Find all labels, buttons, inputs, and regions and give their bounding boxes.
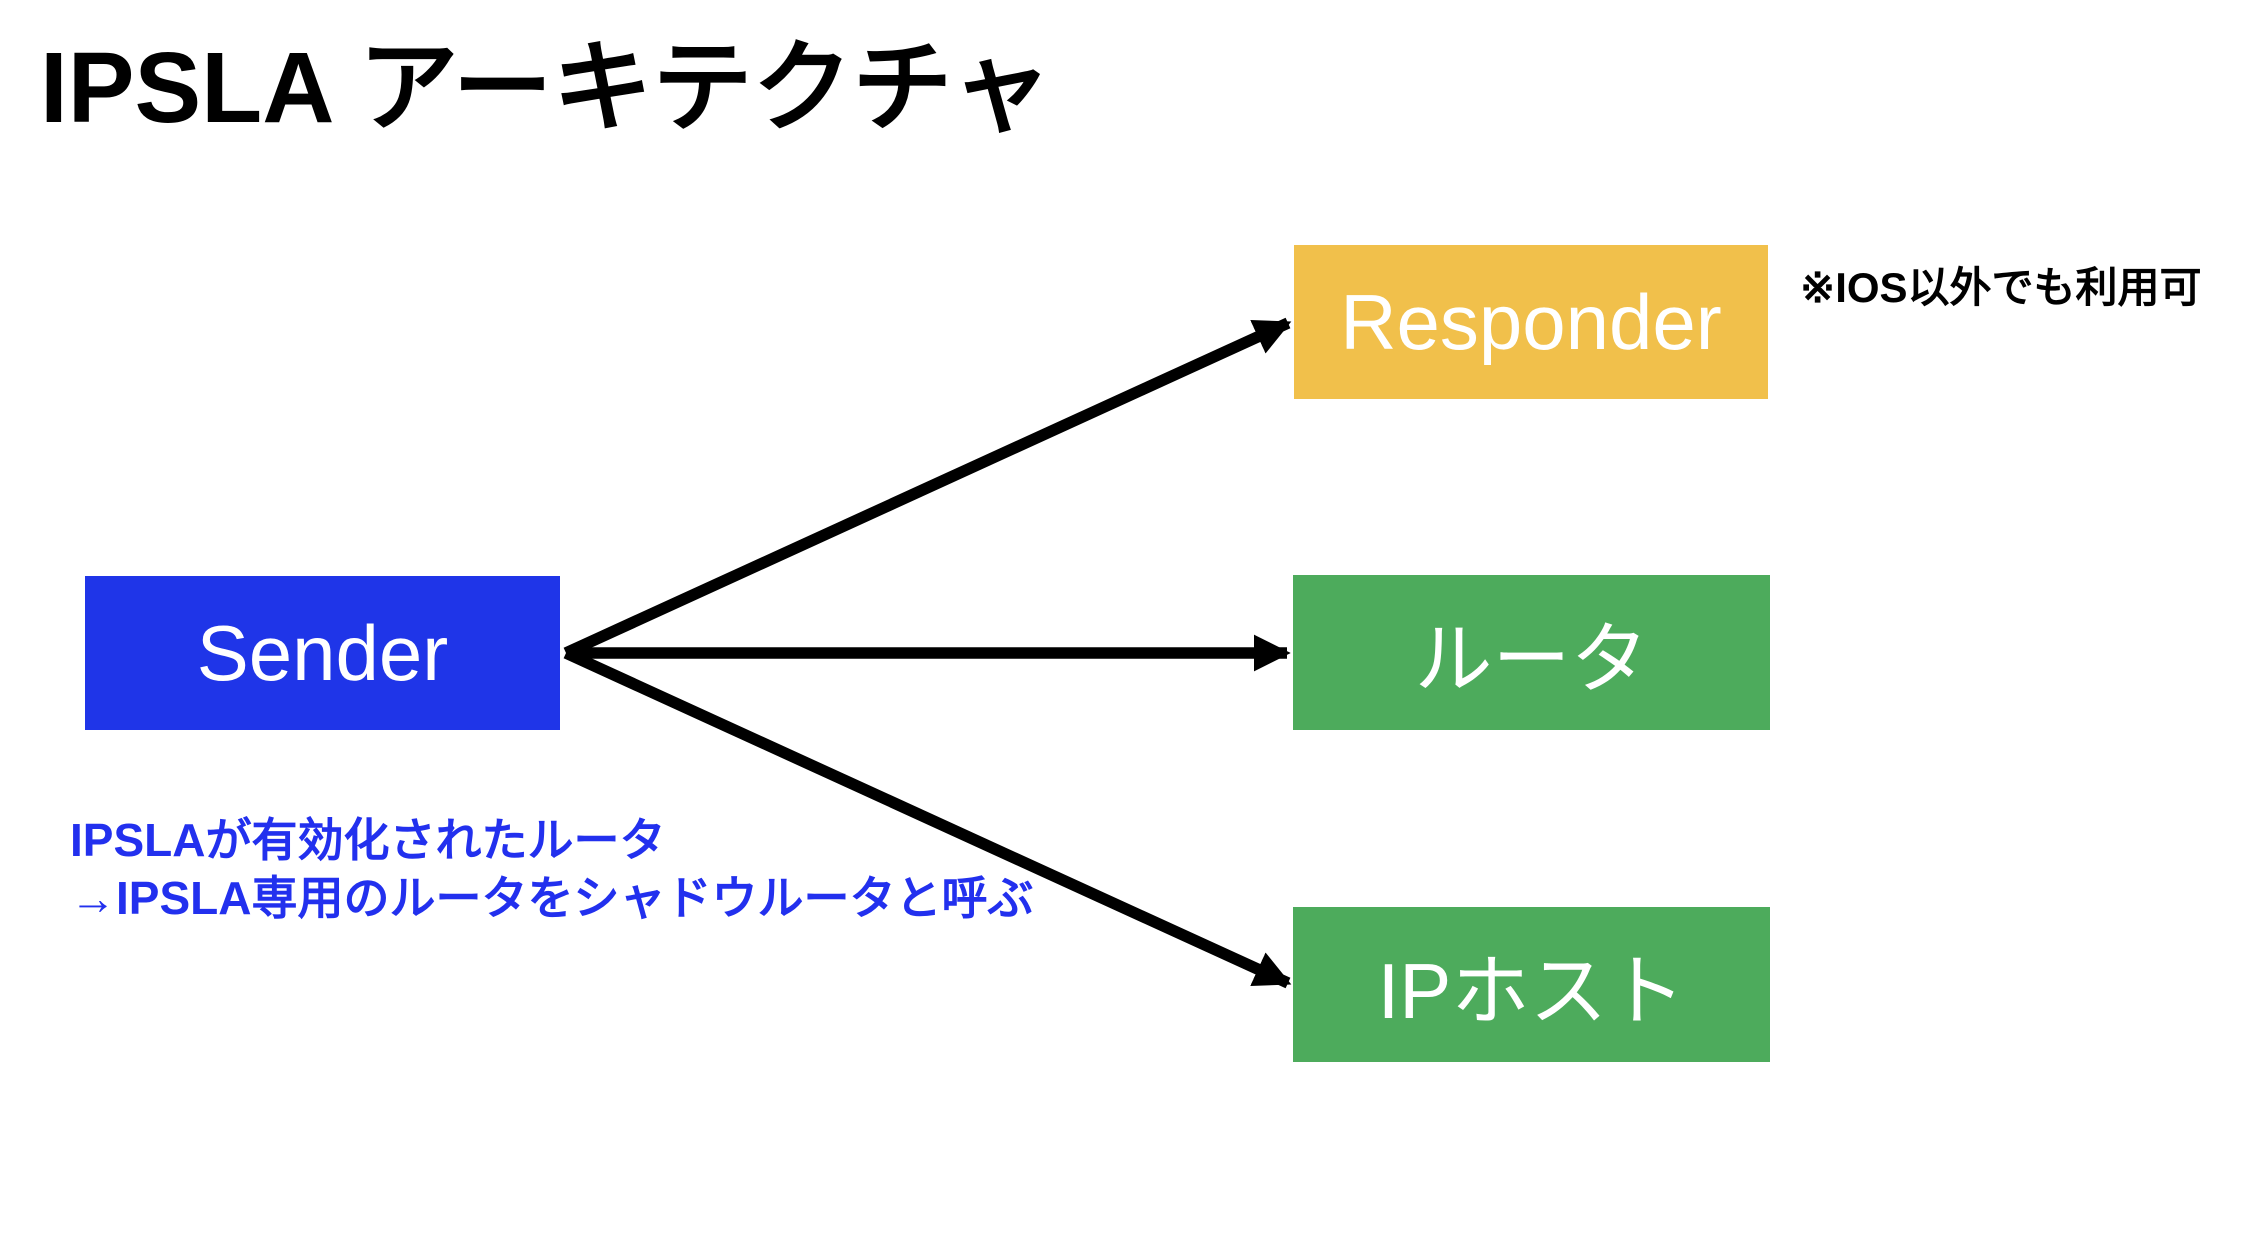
arrow-sender-to-responder — [563, 317, 1292, 659]
node-router-label: ルータ — [1414, 614, 1649, 703]
node-iphost: IPホスト — [1293, 907, 1770, 1062]
sender-caption-line-2: →IPSLA専用のルータをシャドウルータと呼ぶ — [70, 871, 1034, 924]
node-responder-label: Responder — [1340, 277, 1722, 366]
node-router: ルータ — [1293, 575, 1770, 730]
node-responder: Responder — [1294, 245, 1768, 399]
responder-note: ※IOS以外でも利用可 — [1800, 264, 2202, 311]
sender-caption-line-1: IPSLAが有効化されたルータ — [70, 814, 666, 866]
node-sender: Sender — [85, 576, 560, 730]
arrow-sender-to-iphost — [563, 647, 1292, 989]
node-sender-label: Sender — [196, 608, 449, 697]
page-title: IPSLA アーキテクチャ — [40, 32, 1052, 144]
node-iphost-label: IPホスト — [1377, 946, 1686, 1035]
sender-caption: IPSLAが有効化されたルータ →IPSLA専用のルータをシャドウルータと呼ぶ — [70, 812, 1033, 927]
